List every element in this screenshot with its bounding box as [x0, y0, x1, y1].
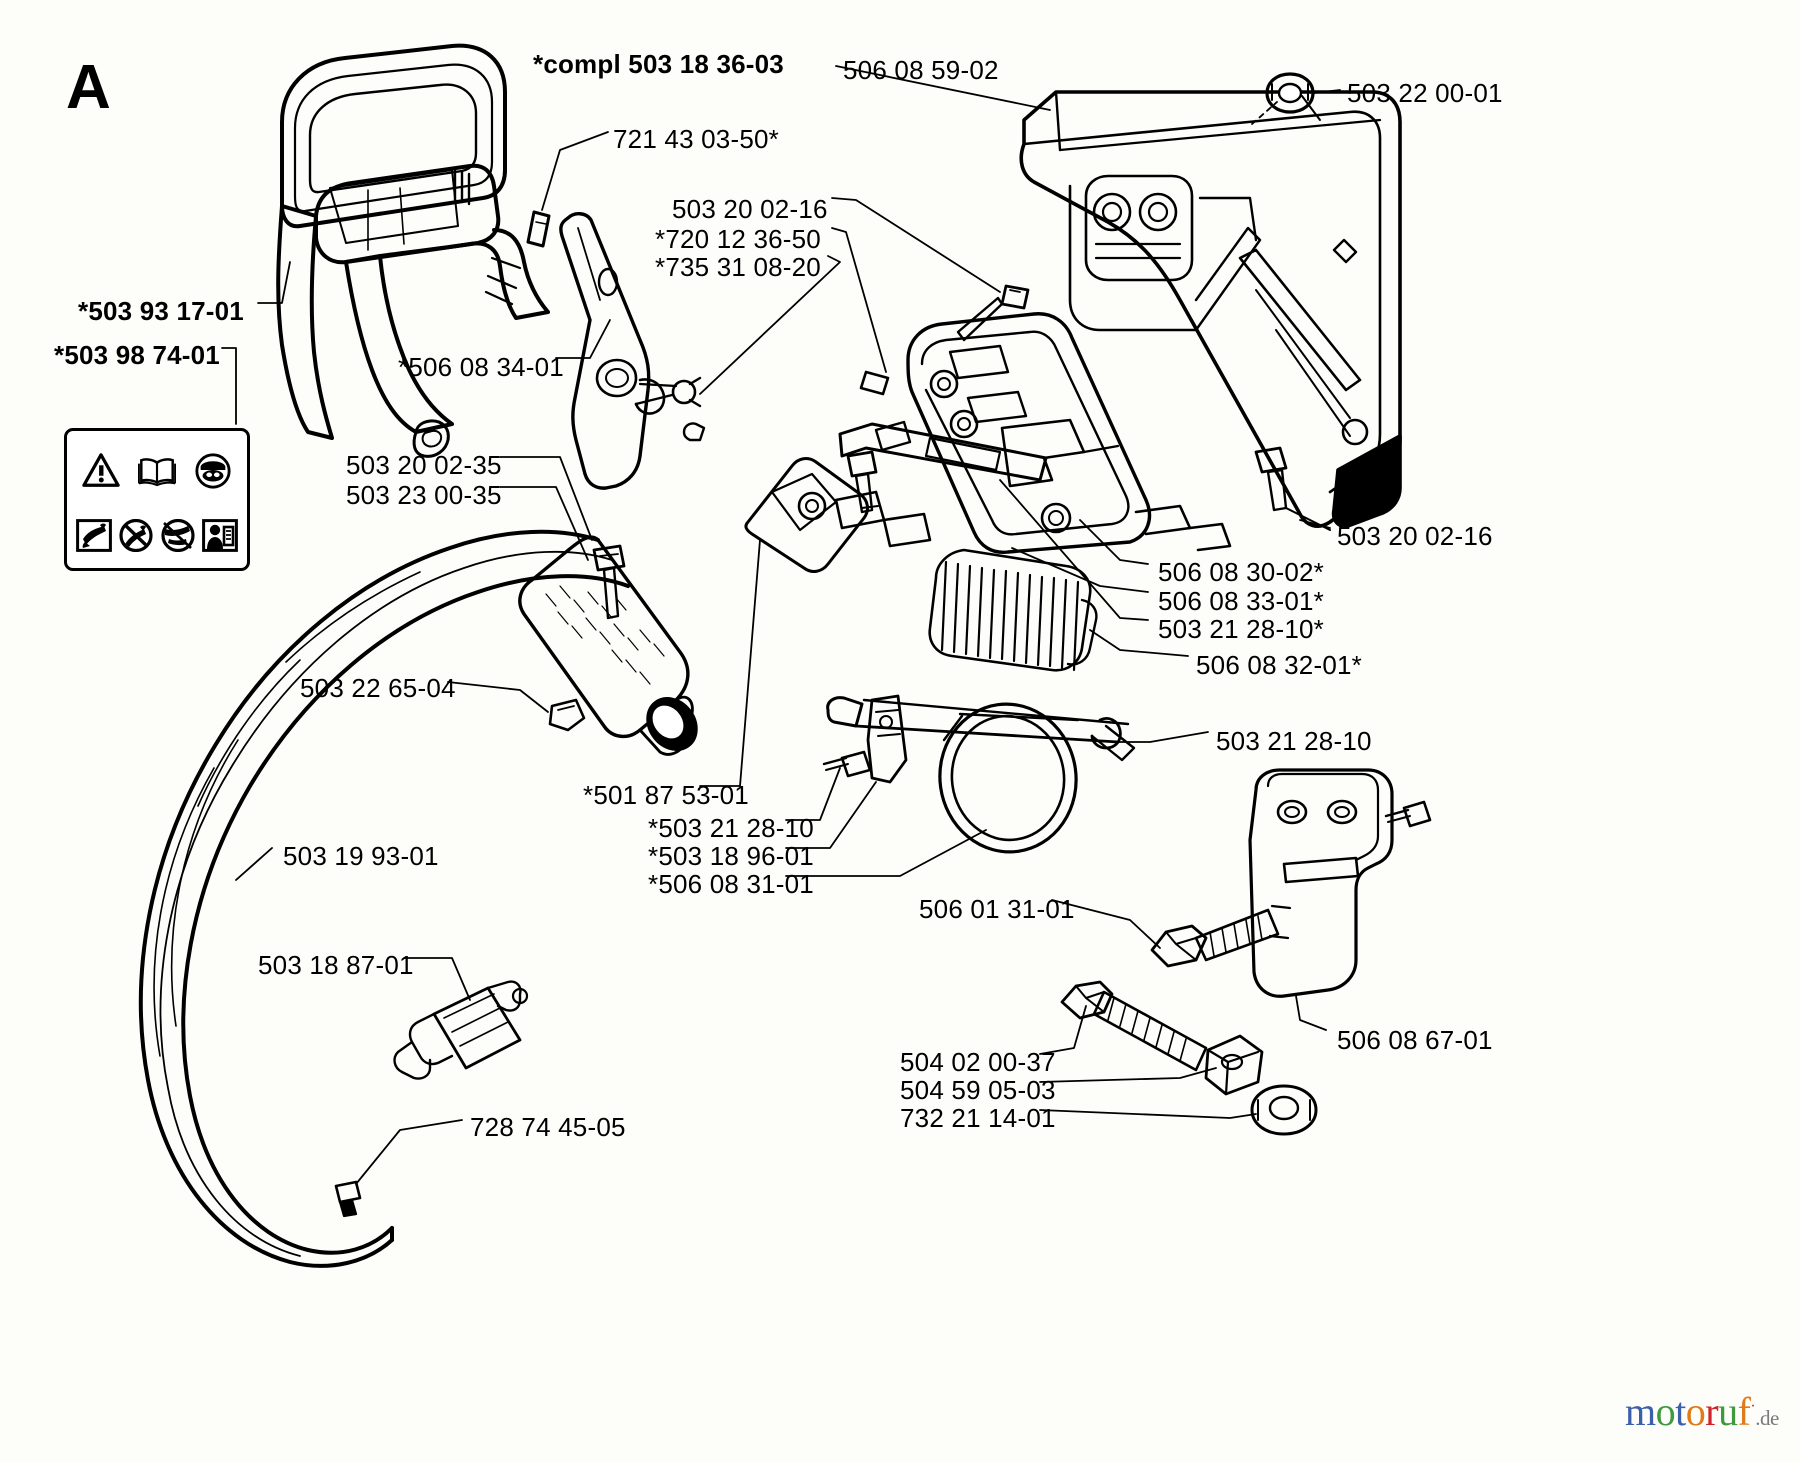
part-label-l-503-21-28-10a: 503 21 28-10*	[1158, 614, 1324, 644]
part-square-nut	[1204, 1034, 1264, 1096]
part-label-l-506-08-59-02: 506 08 59-02	[843, 55, 999, 85]
helmet-ear-eye-protection-icon	[195, 453, 231, 489]
part-screw-handle	[592, 544, 626, 620]
part-label-l-503-18-96-01: *503 18 96-01	[648, 841, 814, 871]
logo-letter-f-6: f	[1737, 1389, 1751, 1434]
part-hex-nut	[1250, 1084, 1318, 1136]
part-label-l-506-08-32-01: 506 08 32-01*	[1196, 650, 1362, 680]
part-hex-bolt	[1150, 908, 1280, 968]
part-label-l-732-21-14-01: 732 21 14-01	[900, 1103, 1056, 1133]
part-dowel-pin	[859, 370, 890, 396]
part-rear-handle-loop	[138, 529, 630, 1268]
part-label-l-720-12-36-50: *720 12 36-50	[655, 224, 821, 254]
read-manual-person-icon	[202, 518, 238, 552]
part-label-l-735-31-08-20: *735 31 08-20	[655, 252, 821, 282]
two-hand-grip-icon	[76, 518, 112, 552]
part-brake-band-housing	[906, 312, 1232, 554]
part-screw-center	[846, 450, 878, 514]
part-label-l-506-08-30-02: 506 08 30-02*	[1158, 557, 1324, 587]
part-bushing	[393, 980, 529, 1080]
part-nut-handle	[548, 698, 586, 732]
part-brake-link	[744, 420, 1048, 573]
part-label-l-504-02-00-37: 504 02 00-37	[900, 1047, 1056, 1077]
part-handle-guard	[280, 43, 507, 229]
logo-letter-m-0: m	[1625, 1389, 1656, 1434]
kickback-hazard-icon	[161, 518, 195, 552]
no-one-hand-use-icon	[119, 518, 153, 552]
open-manual-icon	[138, 458, 176, 487]
part-label-l-506-08-31-01: *506 08 31-01	[648, 869, 814, 899]
part-label-l-503-20-02-16a: 503 20 02-16	[672, 194, 828, 224]
part-handle-grip	[518, 535, 698, 756]
part-label-l-506-08-34-01: *506 08 34-01	[398, 352, 564, 382]
part-brake-band-rod	[826, 696, 1136, 762]
warning-triangle-icon	[82, 453, 120, 488]
part-label-l-506-08-33-01: 506 08 33-01*	[1158, 586, 1324, 616]
part-coil-spring	[928, 548, 1098, 672]
part-label-l-728-74-45-05: 728 74 45-05	[470, 1112, 626, 1142]
part-pin-721430350	[526, 210, 551, 248]
logo-letter-o-3: o	[1685, 1389, 1706, 1434]
logo-letter-r-4: r	[1705, 1389, 1719, 1434]
logo-dot: ·	[1750, 1398, 1756, 1415]
part-label-l-506-08-67-01: 506 08 67-01	[1337, 1025, 1493, 1055]
logo-letter-t-2: t	[1675, 1389, 1686, 1434]
part-screw-upper	[956, 284, 1030, 342]
part-nut-503220001	[1265, 72, 1315, 114]
part-screw-bar-plate	[1384, 800, 1432, 828]
part-brake-lever	[559, 212, 706, 490]
part-label-l-504-59-05-03: 504 59 05-03	[900, 1075, 1056, 1105]
part-screw-728744505	[334, 1180, 362, 1218]
part-label-l-721-43-03-50: 721 43 03-50*	[613, 124, 779, 154]
assembly-title: *compl 503 18 36-03	[533, 49, 784, 79]
part-label-l-503-23-00-35: 503 23 00-35	[346, 480, 502, 510]
part-screw-small-left	[822, 750, 872, 778]
part-label-l-503-98-74-01: *503 98 74-01	[54, 340, 220, 370]
part-label-l-503-21-28-10c: *503 21 28-10	[648, 813, 814, 843]
motoruf-logo: motoruf·.de	[1625, 1392, 1779, 1432]
section-letter: A	[66, 53, 111, 122]
part-brake-band	[938, 702, 1080, 854]
part-clutch-cover	[1019, 90, 1402, 529]
part-label-l-503-21-28-10b: 503 21 28-10	[1216, 726, 1372, 756]
part-label-l-503-18-87-01: 503 18 87-01	[258, 950, 414, 980]
logo-letter-u-5: u	[1718, 1389, 1738, 1434]
part-label-l-503-20-02-35: 503 20 02-35	[346, 450, 502, 480]
part-long-bolt	[1060, 980, 1208, 1072]
part-bracket-small	[866, 694, 908, 784]
part-label-l-506-01-31-01: 506 01 31-01	[919, 894, 1075, 924]
part-label-l-503-93-17-01: *503 93 17-01	[78, 296, 244, 326]
warning-decal-row-top	[73, 438, 241, 504]
part-label-l-503-19-93-01: 503 19 93-01	[283, 841, 439, 871]
logo-letter-o-1: o	[1655, 1389, 1676, 1434]
logo-suffix: .de	[1755, 1406, 1779, 1430]
leader-lines	[221, 65, 1341, 1185]
part-label-l-503-22-00-01: 503 22 00-01	[1347, 78, 1503, 108]
part-label-l-503-22-65-04: 503 22 65-04	[300, 673, 456, 703]
part-label-l-503-20-02-16b: 503 20 02-16	[1337, 521, 1493, 551]
part-bar-plate	[1248, 768, 1394, 998]
warning-decal	[64, 428, 250, 571]
warning-decal-row-bottom	[73, 504, 241, 566]
part-label-l-501-87-53-01: *501 87 53-01	[583, 780, 749, 810]
